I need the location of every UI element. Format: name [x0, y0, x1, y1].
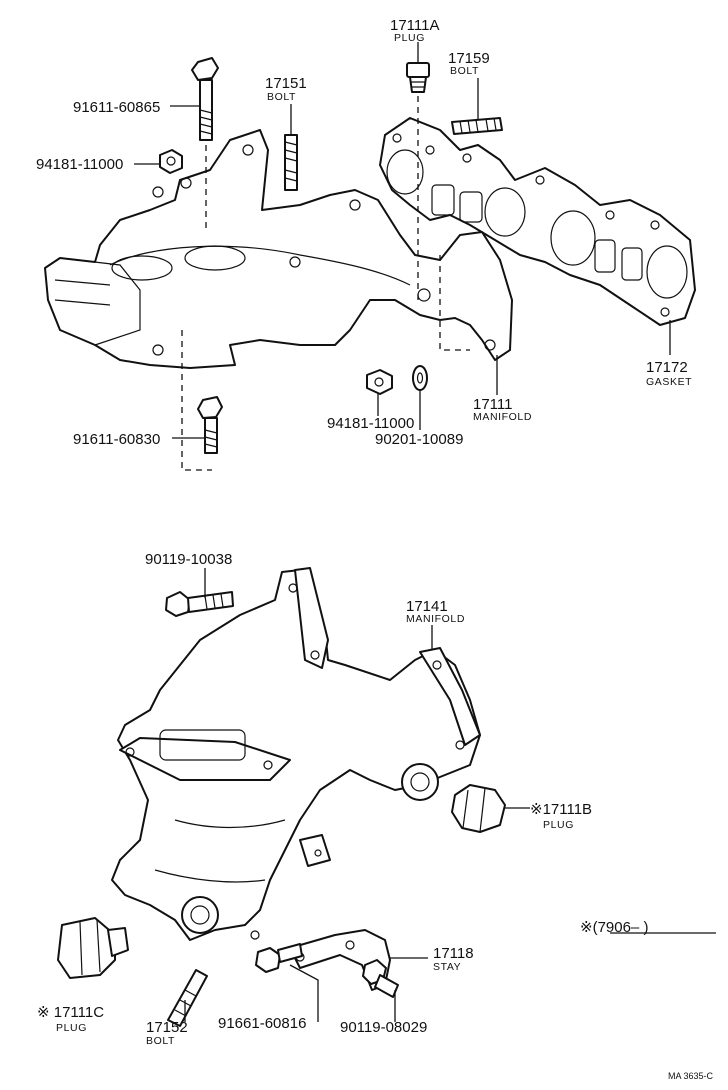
manifold-17141: [111, 567, 481, 941]
label-91611-60830: 91611-60830: [73, 431, 160, 448]
plug-17111C: [57, 917, 129, 979]
label-17141-type: MANIFOLD: [406, 613, 465, 625]
label-17159: 17159: [448, 50, 490, 67]
plug-17111B: [451, 784, 506, 833]
label-17111B: ※17111B: [530, 801, 592, 818]
stud-17159: [451, 117, 503, 135]
label-17151: 17151: [265, 75, 307, 92]
plug-17111A: [406, 62, 430, 93]
label-17151-type: BOLT: [267, 91, 296, 103]
label-17172-type: GASKET: [646, 376, 692, 388]
bolt-91661-60816: [255, 943, 303, 973]
guide-17111-stud: [439, 255, 470, 351]
stud-17151: [284, 134, 298, 191]
leaders-upper: [134, 42, 671, 439]
bolt-91611-60830: [197, 396, 223, 454]
leaders-lower: [184, 568, 716, 1022]
label-91661-60816: 91661-60816: [218, 1015, 306, 1032]
label-17111-type: MANIFOLD: [473, 411, 532, 423]
label-17111: 17111: [473, 396, 513, 413]
label-17152: 17152: [146, 1019, 188, 1036]
label-90119-10038: 90119-10038: [145, 551, 232, 568]
bolt-90119-10038: [165, 591, 234, 617]
nut-94181-11000-lower: [366, 369, 393, 395]
bolt-90119-08029: [362, 959, 399, 998]
label-90201-10089: 90201-10089: [375, 431, 463, 448]
label-17159-type: BOLT: [450, 65, 479, 77]
label-17111B-type: PLUG: [543, 819, 574, 831]
guide-91611-60830: [181, 330, 212, 471]
bolt-91611-60865: [191, 57, 219, 141]
nut-94181-11000-upper: [159, 149, 183, 174]
washer-90201-10089: [412, 365, 428, 391]
manifold-17111: [44, 129, 513, 369]
label-17111A: 17111A: [390, 17, 440, 34]
gasket-17172: [379, 117, 696, 326]
label-17152-type: BOLT: [146, 1035, 175, 1047]
label-17172: 17172: [646, 359, 688, 376]
label-17118-type: STAY: [433, 961, 461, 973]
label-note-7906: ※(7906– ): [580, 919, 648, 936]
diagram-code: MA 3635-C: [668, 1071, 714, 1081]
stud-17152: [167, 969, 208, 1027]
label-94181-11000-lower: 94181-11000: [327, 415, 414, 432]
label-17111C: ※ 17111C: [37, 1004, 104, 1021]
label-94181-11000-upper: 94181-11000: [36, 156, 123, 173]
label-91611-60865: 91611-60865: [73, 99, 160, 116]
label-17111A-type: PLUG: [394, 32, 425, 44]
label-17118: 17118: [433, 945, 474, 962]
label-90119-08029: 90119-08029: [340, 1019, 427, 1036]
label-17111C-type: PLUG: [56, 1022, 87, 1034]
label-17141: 17141: [406, 598, 448, 615]
